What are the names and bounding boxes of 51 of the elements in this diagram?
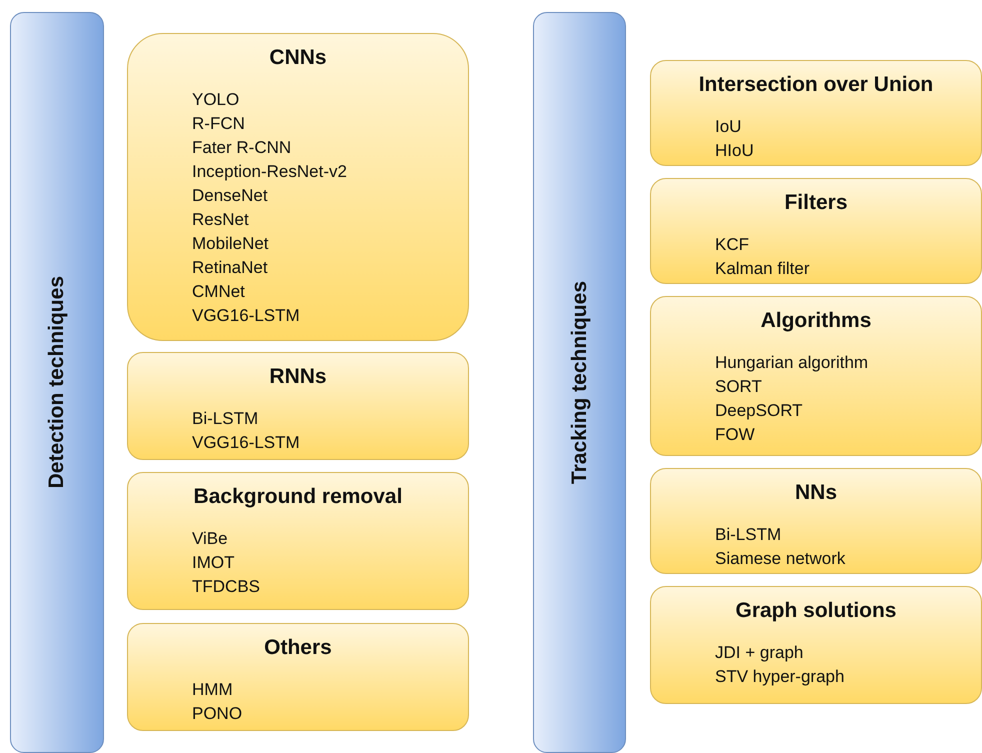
- category-box: [127, 623, 469, 731]
- list-item: IMOT: [192, 552, 234, 574]
- list-item: DenseNet: [192, 185, 268, 207]
- category-box: [127, 472, 469, 610]
- list-item: CMNet: [192, 281, 245, 303]
- list-item: MobileNet: [192, 233, 269, 255]
- section-label: Detection techniques: [45, 276, 69, 489]
- section-label: Tracking techniques: [568, 280, 592, 484]
- list-item: HMM: [192, 679, 233, 701]
- list-item: R-FCN: [192, 113, 245, 135]
- category-box: [650, 586, 982, 704]
- category-box: [650, 468, 982, 574]
- list-item: Hungarian algorithm: [715, 352, 868, 374]
- box-heading: Intersection over Union: [698, 73, 934, 97]
- list-item: DeepSORT: [715, 400, 803, 422]
- box-heading: Others: [263, 636, 333, 660]
- list-item: Inception-ResNet-v2: [192, 161, 347, 183]
- list-item: ViBe: [192, 528, 228, 550]
- list-item: Siamese network: [715, 548, 846, 570]
- list-item: VGG16-LSTM: [192, 305, 300, 327]
- box-heading: Background removal: [192, 485, 404, 509]
- box-heading: NNs: [794, 481, 838, 505]
- category-box: [127, 33, 469, 341]
- list-item: VGG16-LSTM: [192, 432, 300, 454]
- list-item: STV hyper-graph: [715, 666, 844, 688]
- list-item: RetinaNet: [192, 257, 268, 279]
- list-item: ResNet: [192, 209, 249, 231]
- box-heading: Graph solutions: [734, 599, 898, 623]
- box-heading: RNNs: [268, 365, 328, 389]
- box-heading: Filters: [783, 191, 849, 215]
- list-item: FOW: [715, 424, 755, 446]
- box-heading: CNNs: [268, 46, 328, 70]
- list-item: TFDCBS: [192, 576, 260, 598]
- list-item: YOLO: [192, 89, 240, 111]
- list-item: HIoU: [715, 140, 754, 162]
- list-item: Kalman filter: [715, 258, 810, 280]
- list-item: IoU: [715, 116, 742, 138]
- list-item: KCF: [715, 234, 749, 256]
- list-item: JDI + graph: [715, 642, 804, 664]
- category-box: [650, 60, 982, 166]
- list-item: Bi-LSTM: [192, 408, 258, 430]
- category-box: [127, 352, 469, 460]
- section-bar: [533, 12, 626, 753]
- list-item: Fater R-CNN: [192, 137, 292, 159]
- list-item: PONO: [192, 703, 242, 725]
- list-item: Bi-LSTM: [715, 524, 782, 546]
- list-item: SORT: [715, 376, 762, 398]
- category-box: [650, 296, 982, 456]
- box-heading: Algorithms: [760, 309, 872, 333]
- category-box: [650, 178, 982, 284]
- section-bar: [10, 12, 104, 753]
